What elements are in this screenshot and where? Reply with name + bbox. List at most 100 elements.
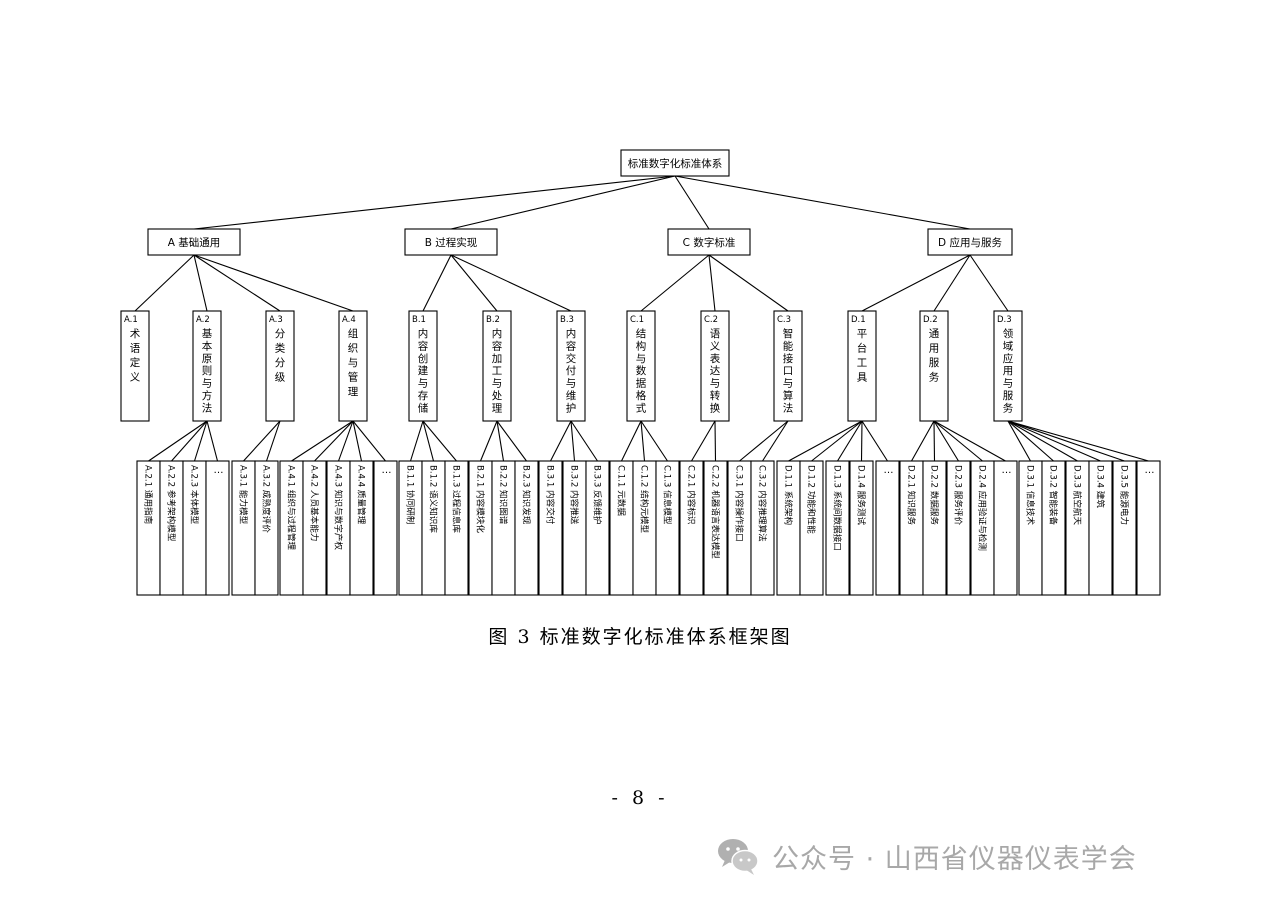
connector-line xyxy=(193,254,208,312)
connector-line xyxy=(570,420,576,462)
connector-line xyxy=(1007,420,1149,462)
standard-item-box xyxy=(799,460,824,596)
subcategory-id: D.3 xyxy=(997,315,1012,325)
connector-line xyxy=(1007,420,1125,462)
connector-line xyxy=(243,420,281,462)
subcategory-id: D.1 xyxy=(851,315,866,325)
subcategory-id: D.2 xyxy=(923,315,938,325)
standard-item-box xyxy=(349,460,374,596)
standard-item-label: B.1.3 过程信息库 xyxy=(451,465,463,533)
subcategory-id: A.4 xyxy=(342,315,356,325)
figure-caption: 图 3 标准数字化标准体系框架图 xyxy=(488,626,792,648)
connector-line xyxy=(314,420,354,462)
subcategory-id: A.1 xyxy=(124,315,138,325)
connector-line xyxy=(422,254,452,312)
ellipsis-label: … xyxy=(1145,465,1155,476)
connector-line xyxy=(193,254,354,312)
subcategory-title: 平台工具 xyxy=(857,328,868,384)
connector-line xyxy=(788,420,863,462)
watermark-text: 公众号 · 山西省仪器仪表学会 xyxy=(772,843,1137,875)
standard-item-label: B.2.3 知识发现 xyxy=(521,465,533,525)
standard-item-label: D.1.4 服务测试 xyxy=(856,465,868,526)
connector-line xyxy=(193,254,281,312)
connector-line xyxy=(674,175,971,230)
connector-line xyxy=(640,254,710,312)
subcategory-title: 基本原则与方法 xyxy=(202,327,213,414)
standard-item-label: C.2.1 内容标识 xyxy=(686,465,698,525)
subcategory-box xyxy=(700,310,730,422)
subcategory-id: A.2 xyxy=(196,315,210,325)
subcategory-box xyxy=(993,310,1023,422)
standard-item-box xyxy=(679,460,704,596)
wechat-watermark: 公众号 · 山西省仪器仪表学会 xyxy=(716,834,1137,878)
connector-line xyxy=(352,420,363,462)
subcategory-title: 内容加工与处理 xyxy=(492,327,503,414)
standard-item-label: D.2.3 服务评价 xyxy=(953,465,965,526)
connector-line xyxy=(352,420,386,462)
subcategory-title: 内容创建与存储 xyxy=(418,327,429,414)
connector-line xyxy=(570,420,598,462)
standard-item-box xyxy=(538,460,563,596)
standard-item-label: B.1.1 协同研制 xyxy=(405,465,417,524)
subcategory-title: 智能接口与算法 xyxy=(783,327,794,414)
connector-line xyxy=(860,420,863,462)
standard-item-label: D.3.3 航空航天 xyxy=(1072,465,1084,526)
connector-line xyxy=(933,420,983,462)
standard-item-label: D.3.4 建筑 xyxy=(1095,465,1107,508)
standard-item-label: C.2.2 机器语言表达模型 xyxy=(710,465,722,559)
subcategory-id: A.3 xyxy=(269,315,283,325)
root-label: 标准数字化标准体系 xyxy=(628,157,723,170)
standard-item-label: D.2.4 应用验证与检测 xyxy=(977,465,989,551)
subcategory-title: 组织与管理 xyxy=(348,327,359,398)
standard-item-label: A.3.1 能力模型 xyxy=(238,465,250,525)
standard-item-box xyxy=(946,460,971,596)
connector-line xyxy=(762,420,789,462)
standard-item-box xyxy=(585,460,610,596)
subcategory-id: C.2 xyxy=(704,315,718,325)
standard-item-box xyxy=(444,460,469,596)
standard-item-box xyxy=(254,460,279,596)
category-box-2 xyxy=(404,228,498,256)
standard-item-label: B.1.2 语义知识库 xyxy=(428,465,440,533)
connector-line xyxy=(550,420,572,462)
standard-item-label: D.2.2 数据服务 xyxy=(929,465,941,526)
connector-line xyxy=(422,420,457,462)
standard-item-label: C.3.1 内容操作接口 xyxy=(734,465,746,542)
standard-item-box xyxy=(1088,460,1113,596)
connector-line xyxy=(933,420,959,462)
standard-item-label: A.2.1 通用指南 xyxy=(143,465,155,525)
standard-item-label: B.2.2 知识图谱 xyxy=(498,465,510,525)
standard-item-label: A.2.3 本体模型 xyxy=(189,465,201,525)
connector-line xyxy=(837,420,863,462)
connector-line xyxy=(708,254,716,312)
ellipsis-box xyxy=(205,460,230,596)
ellipsis-box xyxy=(875,460,900,596)
wechat-icon xyxy=(718,839,759,875)
connector-line xyxy=(621,420,642,462)
category-box-1 xyxy=(147,228,241,256)
connector-line xyxy=(479,420,498,462)
standard-item-label: A.4.4 质量管理 xyxy=(356,465,368,525)
subcategory-id: C.3 xyxy=(777,315,791,325)
subcategory-box xyxy=(265,310,295,422)
connector-line xyxy=(640,420,646,462)
connector-line xyxy=(1007,420,1078,462)
standard-item-box xyxy=(1112,460,1137,596)
subcategory-id: B.3 xyxy=(560,315,574,325)
subcategory-title: 结构与数据格式 xyxy=(636,327,647,414)
standard-item-box xyxy=(655,460,680,596)
standard-item-label: D.1.3 系统间数据接口 xyxy=(832,465,844,551)
ellipsis-label: … xyxy=(214,465,224,476)
standard-item-box xyxy=(849,460,874,596)
subcategory-box xyxy=(626,310,656,422)
standard-item-label: B.2.1 内容模块化 xyxy=(475,465,487,533)
connector-line xyxy=(450,175,676,230)
connector-line xyxy=(1007,420,1054,462)
standard-item-label: D.3.1 信息技术 xyxy=(1025,465,1037,526)
standard-item-box xyxy=(1041,460,1066,596)
connector-line xyxy=(496,420,527,462)
standard-item-box xyxy=(302,460,327,596)
connector-line xyxy=(933,420,1006,462)
category-label: A 基础通用 xyxy=(168,236,221,249)
subcategory-title: 通用服务 xyxy=(929,328,940,384)
